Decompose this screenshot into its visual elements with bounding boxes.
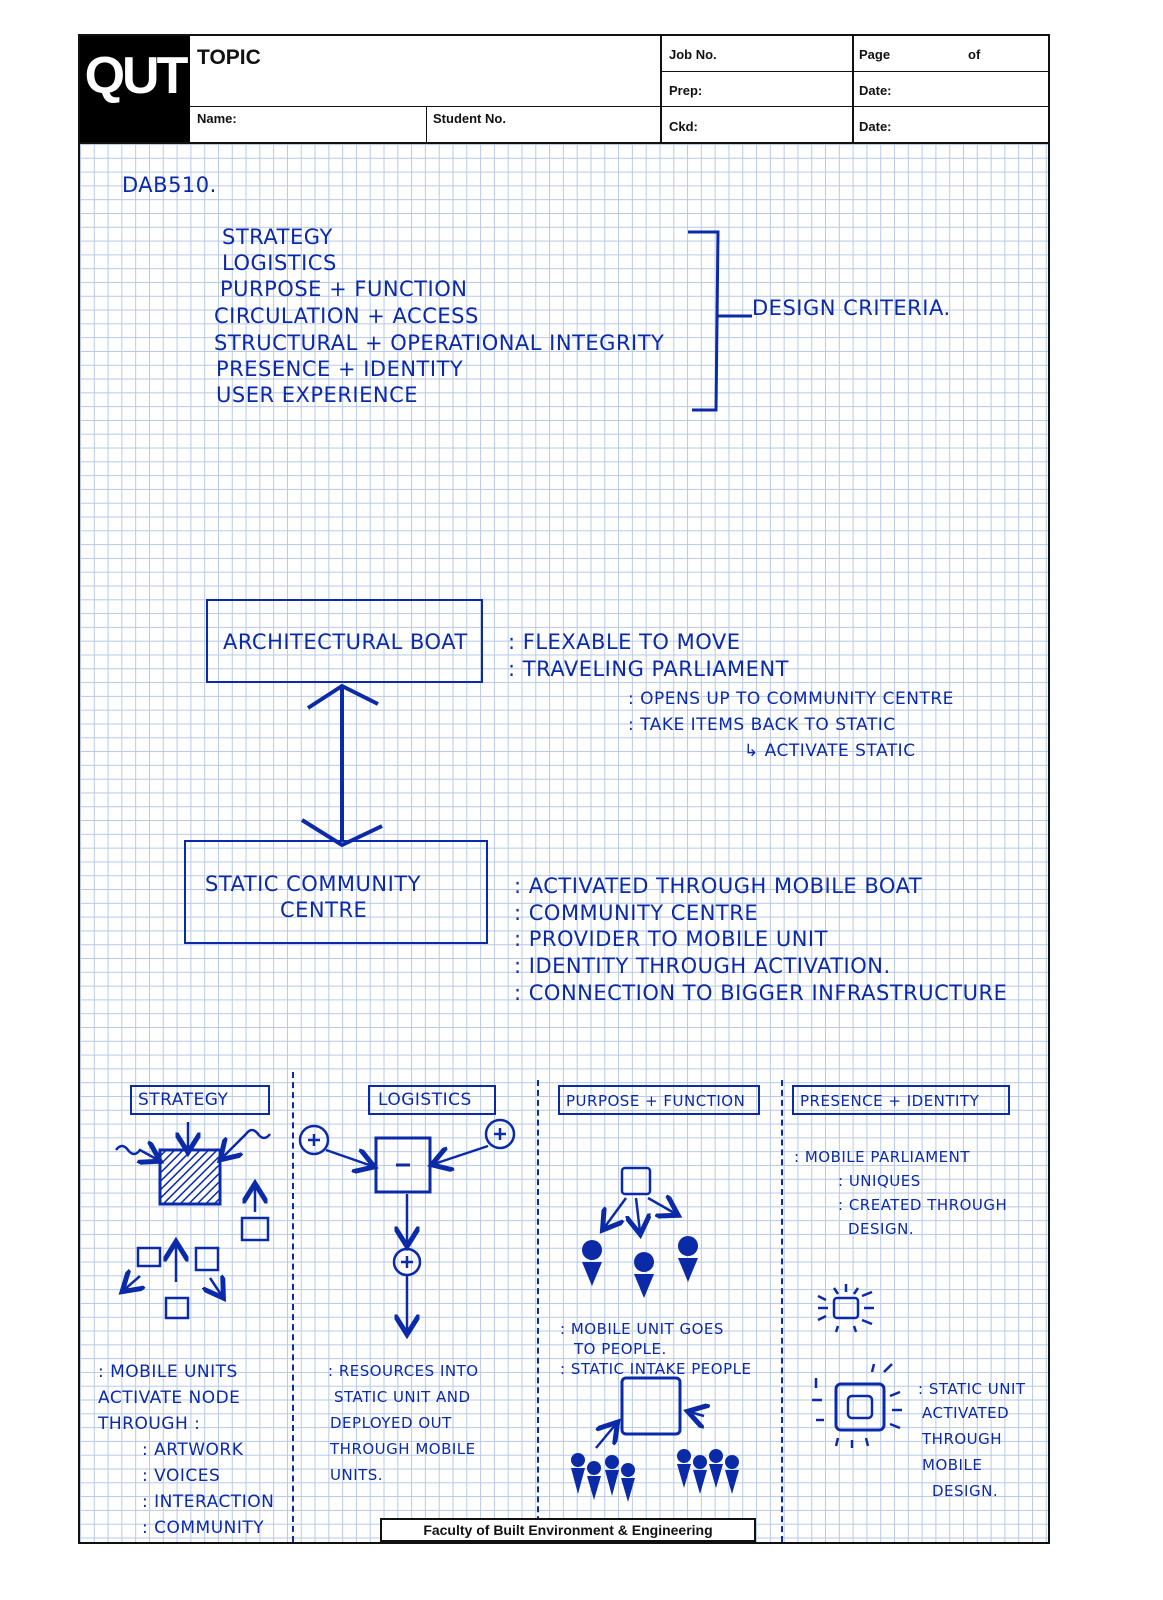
static-note: : CONNECTION TO BIGGER INFRASTRUCTURE — [514, 981, 1008, 1005]
header-rule — [660, 71, 1050, 72]
date-label: Date: — [859, 83, 892, 98]
static-note: : COMMUNITY CENTRE — [514, 901, 759, 925]
header-rule — [852, 36, 854, 142]
design-criteria-label: DESIGN CRITERIA. — [752, 296, 951, 320]
student-no-label: Student No. — [433, 111, 506, 126]
boat-note: : OPENS UP TO COMMUNITY CENTRE — [628, 689, 954, 709]
static-note: : ACTIVATED THROUGH MOBILE BOAT — [514, 874, 923, 898]
of-label: of — [968, 47, 981, 62]
strategy-note: : ARTWORK — [142, 1440, 244, 1460]
header-rule — [190, 106, 660, 107]
architectural-boat-box — [206, 599, 483, 683]
presence-note: DESIGN. — [932, 1482, 999, 1500]
criteria-item: CIRCULATION + ACCESS — [214, 304, 479, 328]
header-rule — [426, 106, 427, 142]
strategy-note: : COMMUNITY — [142, 1518, 265, 1538]
static-label: CENTRE — [280, 898, 368, 922]
prep-label: Prep: — [669, 83, 703, 98]
strategy-note: THROUGH : — [98, 1414, 201, 1434]
column-divider — [537, 1080, 539, 1542]
strategy-title: STRATEGY — [138, 1090, 229, 1110]
static-note: : IDENTITY THROUGH ACTIVATION. — [514, 954, 891, 978]
qut-logo: QUT — [80, 36, 190, 144]
strategy-note: ACTIVATE NODE — [98, 1388, 241, 1408]
presence-note: MOBILE — [922, 1456, 983, 1474]
connection-arrow — [300, 683, 383, 848]
criteria-item: STRUCTURAL + OPERATIONAL INTEGRITY — [214, 331, 665, 355]
strategy-note: : MOBILE UNITS — [98, 1362, 238, 1382]
purpose-sketch — [571, 1166, 739, 1502]
purpose-note: : STATIC INTAKE PEOPLE — [560, 1360, 752, 1378]
strategy-note: : INTERACTION — [142, 1492, 275, 1512]
logistics-note: : RESOURCES INTO — [328, 1362, 479, 1380]
boat-note: : TAKE ITEMS BACK TO STATIC — [628, 715, 896, 735]
boat-note: : FLEXABLE TO MOVE — [508, 630, 741, 654]
logistics-sketch — [298, 1118, 516, 1332]
column-divider — [292, 1072, 294, 1542]
logistics-note: STATIC UNIT AND — [334, 1388, 471, 1406]
purpose-note: : MOBILE UNIT GOES — [560, 1320, 724, 1338]
criteria-item: PURPOSE + FUNCTION — [220, 277, 468, 301]
criteria-item: PRESENCE + IDENTITY — [216, 357, 464, 381]
presence-note: : STATIC UNIT — [918, 1380, 1026, 1398]
criteria-item: LOGISTICS — [222, 251, 337, 275]
date-label: Date: — [859, 119, 892, 134]
column-divider — [781, 1080, 783, 1542]
logistics-note: DEPLOYED OUT — [330, 1414, 452, 1432]
strategy-sketch — [115, 1122, 271, 1320]
purpose-title: PURPOSE + FUNCTION — [566, 1092, 746, 1110]
presence-title-box — [792, 1085, 1010, 1115]
page-label: Page — [859, 47, 891, 62]
presence-note: : MOBILE PARLIAMENT — [794, 1148, 971, 1166]
header-rule — [660, 36, 662, 142]
static-note: : PROVIDER TO MOBILE UNIT — [514, 927, 828, 951]
presence-note: DESIGN. — [848, 1220, 915, 1238]
criteria-bracket — [688, 230, 752, 412]
faculty-footer: Faculty of Built Environment & Engineeri… — [380, 1518, 756, 1542]
presence-note: THROUGH — [922, 1430, 1003, 1448]
header-divider — [78, 142, 1050, 144]
header-rule — [660, 106, 1050, 107]
strategy-note: : VOICES — [142, 1466, 221, 1486]
criteria-item: STRATEGY — [222, 225, 333, 249]
criteria-item: USER EXPERIENCE — [216, 383, 419, 407]
presence-note: : CREATED THROUGH — [838, 1196, 1008, 1214]
presence-sketch — [812, 1284, 902, 1448]
ckd-label: Ckd: — [669, 119, 698, 134]
logo-text: QUT — [84, 47, 189, 105]
topic-label: TOPIC — [197, 46, 261, 69]
presence-title: PRESENCE + IDENTITY — [800, 1092, 980, 1110]
purpose-title-box — [558, 1085, 760, 1115]
logistics-note: UNITS. — [330, 1466, 384, 1484]
logistics-title-box — [368, 1085, 496, 1115]
course-code: DAB510. — [122, 173, 217, 197]
name-label: Name: — [197, 111, 237, 126]
presence-note: : UNIQUES — [838, 1172, 921, 1190]
boat-note: ↳ ACTIVATE STATIC — [744, 741, 916, 761]
static-label: STATIC COMMUNITY — [205, 872, 421, 896]
logistics-title: LOGISTICS — [378, 1090, 472, 1110]
graph-grid — [80, 144, 1048, 1542]
strategy-title-box — [130, 1085, 270, 1115]
boat-label: ARCHITECTURAL BOAT — [223, 630, 468, 654]
presence-note: ACTIVATED — [922, 1404, 1010, 1422]
logistics-note: THROUGH MOBILE — [330, 1440, 476, 1458]
purpose-note: TO PEOPLE. — [574, 1340, 667, 1358]
boat-note: : TRAVELING PARLIAMENT — [508, 657, 789, 681]
job-no-label: Job No. — [669, 47, 717, 62]
